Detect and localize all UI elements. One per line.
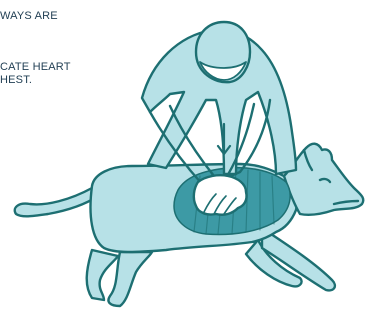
- person-hands: [194, 175, 247, 215]
- dog-tail: [15, 188, 98, 216]
